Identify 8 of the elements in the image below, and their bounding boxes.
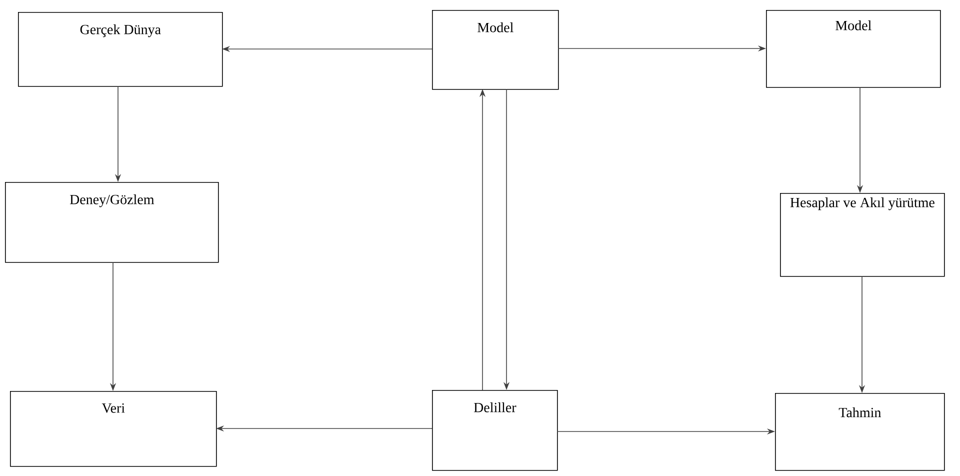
process-box: Tahmin	[775, 393, 945, 471]
process-box: Veri	[10, 391, 217, 467]
process-box: Deney/Gözlem	[5, 182, 219, 263]
process-box: Model	[766, 10, 941, 88]
process-box: Model	[432, 10, 559, 90]
process-box: Gerçek Dünya	[18, 12, 223, 87]
process-box: Deliller	[432, 390, 558, 471]
process-box: Hesaplar ve Akıl yürütme	[780, 193, 945, 277]
